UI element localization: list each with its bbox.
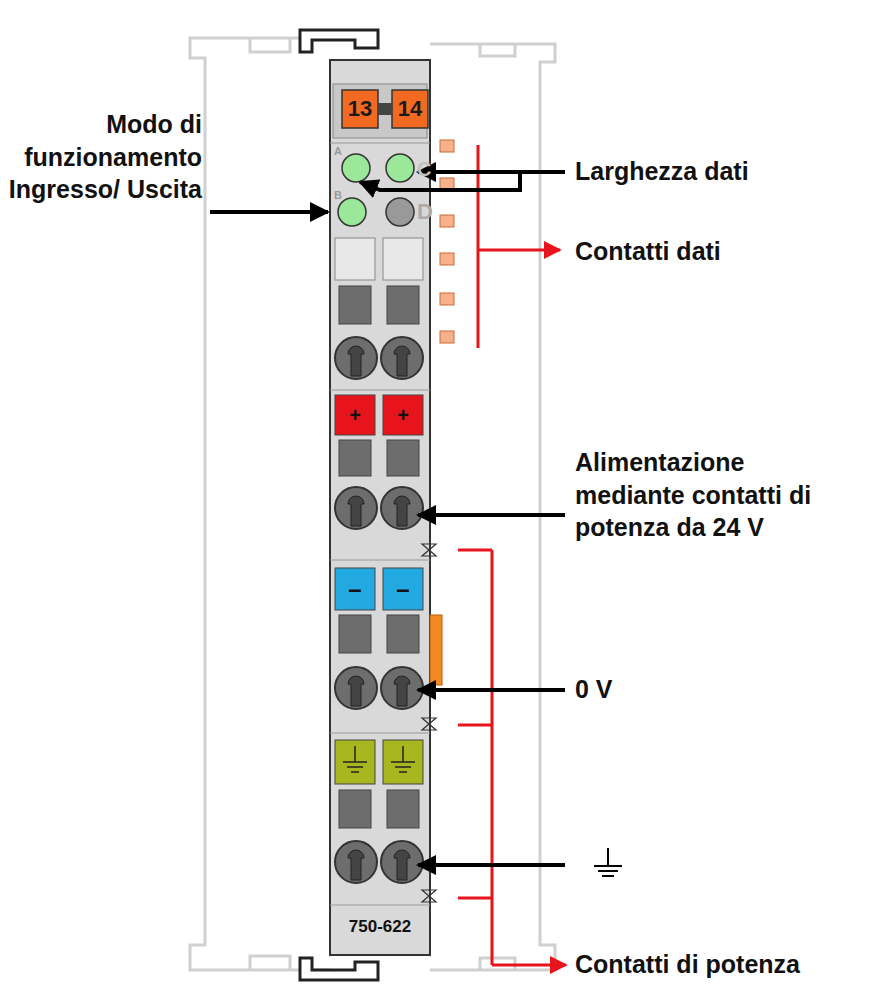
clamp-opening — [381, 337, 423, 379]
callout-label: Alimentazione mediante contatti di poten… — [575, 446, 837, 544]
clamp-slot — [394, 496, 410, 526]
clamp-opening — [381, 667, 423, 709]
terminal-sign: – — [383, 568, 423, 610]
clamp-openings — [335, 337, 423, 883]
clamp-slot — [348, 676, 364, 706]
led-letter: C — [417, 156, 431, 182]
clamp-slot — [348, 496, 364, 526]
clamp-opening — [335, 841, 377, 883]
module-body — [300, 30, 454, 980]
clamp-slot — [394, 346, 410, 376]
clamp-opening — [381, 487, 423, 529]
marker-number: 14 — [392, 90, 428, 128]
clamp-opening — [335, 667, 377, 709]
callout-label: Contatti di potenza — [575, 948, 800, 981]
ground-symbol — [594, 848, 622, 876]
callout-label: Modo di funzionamento Ingresso/ Uscita — [2, 108, 202, 206]
callout-label: Contatti dati — [575, 235, 721, 268]
terminal-sign: + — [335, 395, 375, 435]
led-letter: A — [334, 144, 342, 158]
callout-label: Larghezza dati — [575, 155, 749, 188]
callout-label: 0 V — [575, 673, 613, 706]
led-letter: B — [334, 188, 342, 202]
terminal-sign: + — [383, 395, 423, 435]
clamp-opening — [335, 337, 377, 379]
clamp-slot — [394, 676, 410, 706]
part-number: 750-622 — [330, 914, 430, 940]
neighbour-modules — [190, 38, 555, 970]
clamp-opening — [335, 487, 377, 529]
leader-arrows — [210, 172, 565, 865]
clamp-slot — [348, 346, 364, 376]
clamp-opening — [381, 841, 423, 883]
terminal-sign: – — [335, 568, 375, 610]
clamp-slot — [348, 850, 364, 880]
marker-number: 13 — [342, 90, 378, 128]
clamp-slot — [394, 850, 410, 880]
contact-brackets — [458, 145, 566, 965]
led-letter: D — [417, 198, 433, 227]
